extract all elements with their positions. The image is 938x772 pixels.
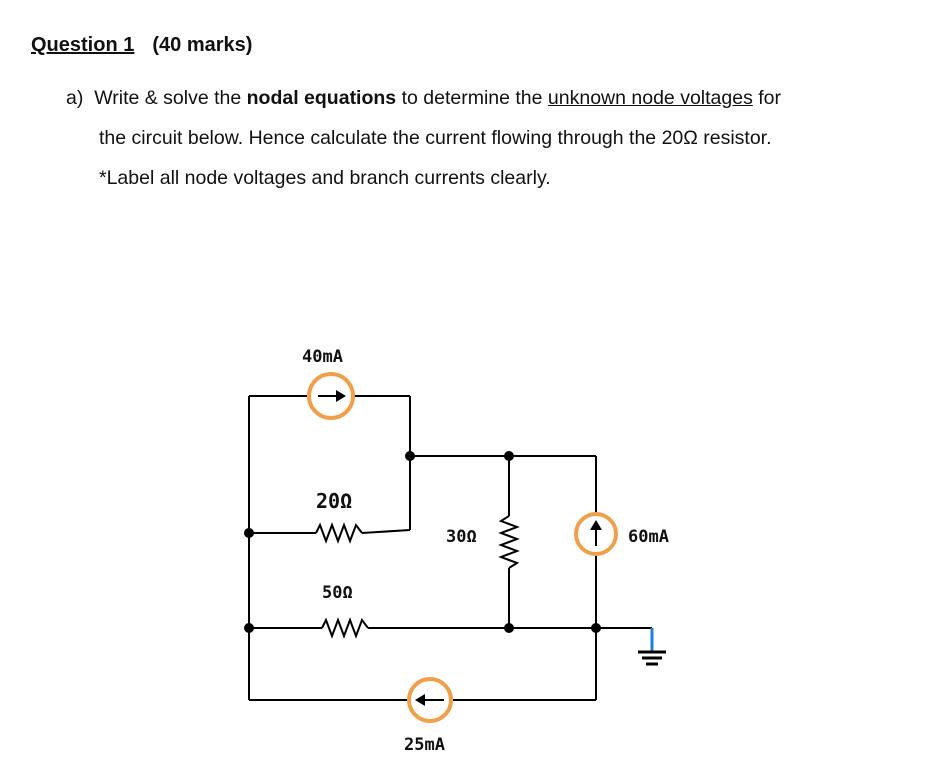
label-source-60ma: 60mA bbox=[628, 527, 669, 547]
line1-underlined: unknown node voltages bbox=[547, 87, 753, 109]
line1-mid: to determine the bbox=[396, 87, 548, 109]
current-source-25ma bbox=[407, 677, 453, 723]
resistor-50-symbol bbox=[321, 617, 369, 639]
node-dot bbox=[244, 623, 254, 633]
part-a-line-3: *Label all node voltages and branch curr… bbox=[99, 167, 551, 189]
line1-pre: Write & solve the bbox=[94, 87, 247, 109]
node-dot bbox=[405, 451, 415, 461]
node-dot bbox=[504, 623, 514, 633]
node-dot bbox=[244, 528, 254, 538]
question-heading: Question 1 (40 marks) bbox=[31, 34, 252, 57]
part-a-line-2: the circuit below. Hence calculate the c… bbox=[99, 127, 772, 149]
resistor-20-symbol bbox=[315, 522, 363, 544]
label-source-40ma: 40mA bbox=[302, 347, 343, 367]
question-marks: (40 marks) bbox=[152, 34, 253, 56]
question-number: Question 1 bbox=[31, 34, 135, 56]
node-dot bbox=[504, 451, 514, 461]
circuit-nodes bbox=[244, 451, 601, 633]
label-source-25ma: 25mA bbox=[404, 735, 445, 755]
label-resistor-50: 50Ω bbox=[322, 583, 353, 603]
current-source-40ma bbox=[307, 372, 355, 420]
node-dot bbox=[591, 623, 601, 633]
resistor-30-symbol bbox=[498, 515, 520, 569]
line1-post: for bbox=[752, 87, 782, 109]
line1-bold: nodal equations bbox=[246, 87, 397, 109]
wire-20ohm-right bbox=[361, 529, 411, 534]
label-resistor-30: 30Ω bbox=[446, 527, 477, 547]
current-source-60ma bbox=[574, 512, 618, 556]
label-resistor-20: 20Ω bbox=[316, 489, 352, 513]
part-a-marker: a) bbox=[66, 87, 84, 109]
ground-symbol bbox=[638, 628, 666, 666]
part-a-line-1: a) Write & solve the nodal equations to … bbox=[66, 78, 926, 118]
part-a-text: a) Write & solve the nodal equations to … bbox=[66, 78, 926, 198]
